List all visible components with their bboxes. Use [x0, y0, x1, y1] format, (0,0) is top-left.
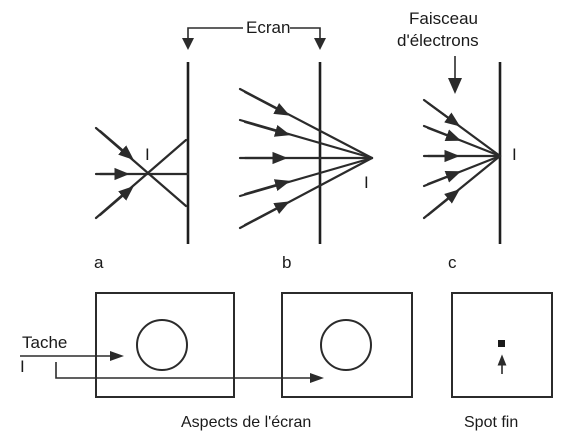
panel-a-focus-mark: I	[145, 145, 150, 164]
ecran-arrow-left	[182, 38, 194, 50]
faisceau-arrow-head	[448, 78, 462, 94]
ecran-arrow-right	[314, 38, 326, 50]
panel-a-beams	[94, 62, 190, 244]
aspects-caption: Aspects de l'écran	[181, 414, 311, 431]
spot-circle-b	[320, 319, 372, 371]
screen-aspect-a	[95, 292, 235, 398]
spot-circle-a	[136, 319, 188, 371]
panel-b-beams	[238, 62, 374, 244]
spot-fin-caption: Spot fin	[464, 414, 518, 431]
tache-label: Tache	[22, 333, 67, 352]
fine-spot	[498, 340, 505, 347]
panel-c-focus-mark: I	[512, 145, 517, 164]
tache-arrow-b	[55, 362, 318, 379]
screen-aspect-b	[281, 292, 413, 398]
ecran-label: Ecran	[246, 18, 290, 37]
ecran-bracket	[182, 27, 326, 50]
screen-aspect-c	[451, 292, 553, 398]
tache-mark: I	[20, 357, 25, 376]
panel-b-label: b	[282, 253, 291, 272]
faisceau-label-line2: d'électrons	[397, 31, 479, 50]
panel-c-beams	[422, 62, 502, 244]
faisceau-label-line1: Faisceau	[409, 9, 478, 28]
panel-a-label: a	[94, 253, 104, 272]
panel-b-focus-mark: I	[364, 173, 369, 192]
panel-c-label: c	[448, 253, 457, 272]
